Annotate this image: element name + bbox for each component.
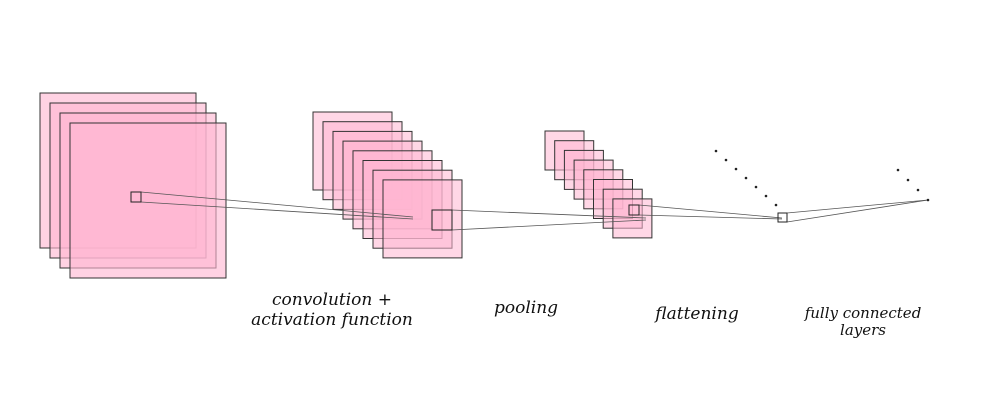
flatten-dot-6 [764,194,768,198]
conv-kernel-window [431,209,453,231]
input-kernel-window [130,191,142,203]
pool-connector-top [451,209,647,219]
fc-connector-top [786,199,929,214]
convolution-feature-maps [312,111,463,259]
kernel-windows [130,191,788,231]
fc-dot-3 [916,188,920,192]
input-map-4 [69,122,227,279]
conv-connector-bottom [140,201,414,220]
flatten-dot-3 [734,167,738,171]
fc-dot-2 [906,178,910,182]
connection-lines [140,191,929,231]
flattened-vector-dots [714,149,778,207]
flatten-dot-2 [724,158,728,162]
input-feature-maps [39,92,227,279]
label-convolution: convolution + activation function [232,290,432,330]
label-convolution-line1: convolution + [271,290,393,310]
fc-connector-bottom [786,199,929,223]
label-pooling: pooling [493,298,559,318]
flatten-dot-7 [774,203,778,207]
pooling-feature-maps [544,130,653,239]
fully-connected-dots [896,168,930,202]
label-flattening: flattening [655,304,739,324]
pool-connector-bottom [451,219,647,231]
label-fully-connected-line1: fully connected [804,304,922,322]
label-convolution-line2: activation function [251,310,413,330]
flatten-dot-4 [744,176,748,180]
conv-map-8 [382,179,463,259]
fc-dot-4 [926,198,930,202]
flatten-connector-bottom [638,214,783,220]
fc-dot-1 [896,168,900,172]
flatten-connector-top [638,204,783,219]
flatten-dot-5 [754,185,758,189]
pool-kernel-window [628,204,640,216]
label-fully-connected-line2: layers [840,321,886,339]
flatten-dot-1 [714,149,718,153]
conv-connector-top [140,191,414,218]
flatten-unit-window [777,212,788,223]
label-fully-connected: fully connected layers [793,305,933,339]
